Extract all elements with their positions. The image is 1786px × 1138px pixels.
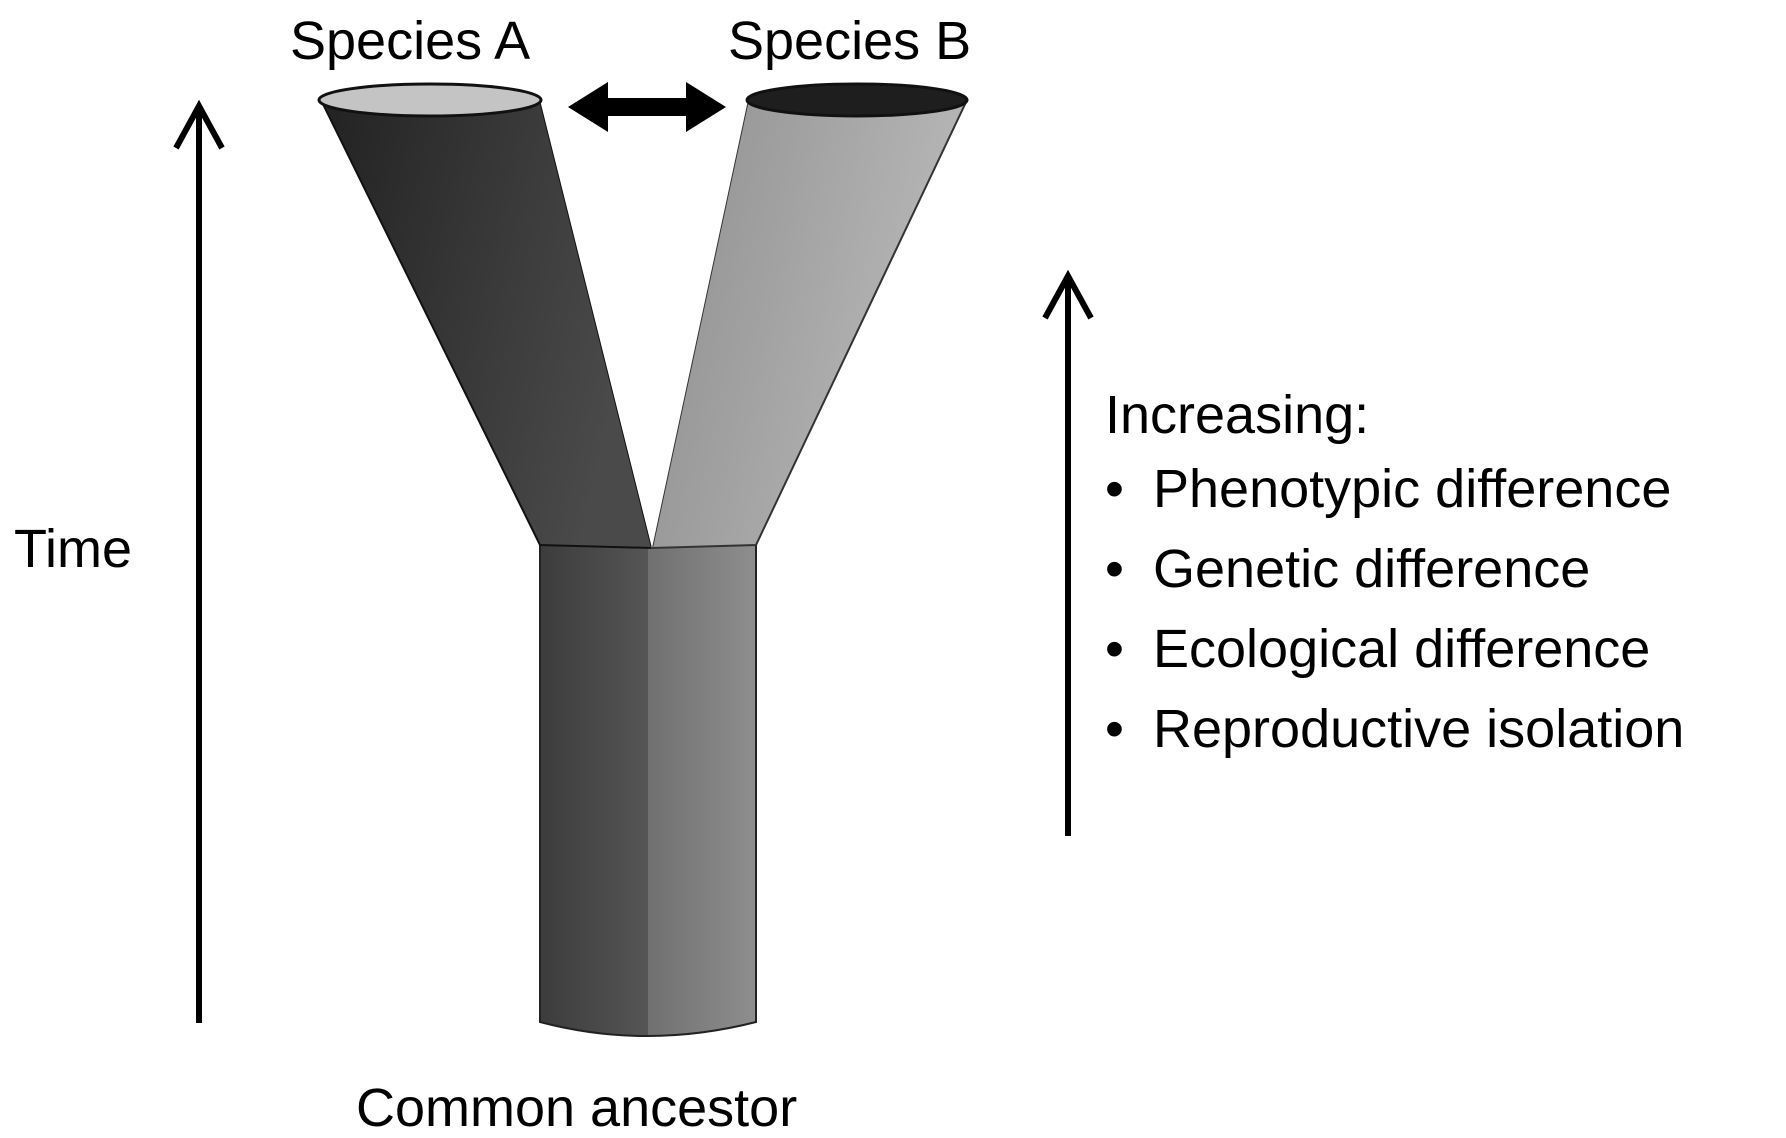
bullet-icon: • xyxy=(1105,542,1153,596)
bullet-icon: • xyxy=(1105,622,1153,676)
increasing-arrow xyxy=(1045,276,1091,836)
list-item: •Phenotypic difference xyxy=(1105,462,1684,542)
list-item: •Ecological difference xyxy=(1105,622,1684,702)
time-axis-label: Time xyxy=(14,522,132,576)
common-ancestor-trunk xyxy=(540,540,756,1036)
list-item-text: Phenotypic difference xyxy=(1153,459,1671,519)
list-item-text: Ecological difference xyxy=(1153,619,1650,679)
species-b-opening xyxy=(747,84,967,116)
lineage-tree xyxy=(319,84,967,1036)
increasing-list: •Phenotypic difference •Genetic differen… xyxy=(1105,462,1684,782)
species-a-opening xyxy=(319,84,541,116)
bullet-icon: • xyxy=(1105,702,1153,756)
common-ancestor-label: Common ancestor xyxy=(356,1081,797,1135)
list-item-text: Reproductive isolation xyxy=(1153,699,1684,759)
species-a-label: Species A xyxy=(290,14,530,68)
species-b-label: Species B xyxy=(728,14,971,68)
list-item: •Genetic difference xyxy=(1105,542,1684,622)
bullet-icon: • xyxy=(1105,462,1153,516)
increasing-heading: Increasing: xyxy=(1105,388,1369,442)
list-item-text: Genetic difference xyxy=(1153,539,1590,599)
time-arrow xyxy=(176,106,222,1023)
list-item: •Reproductive isolation xyxy=(1105,702,1684,782)
